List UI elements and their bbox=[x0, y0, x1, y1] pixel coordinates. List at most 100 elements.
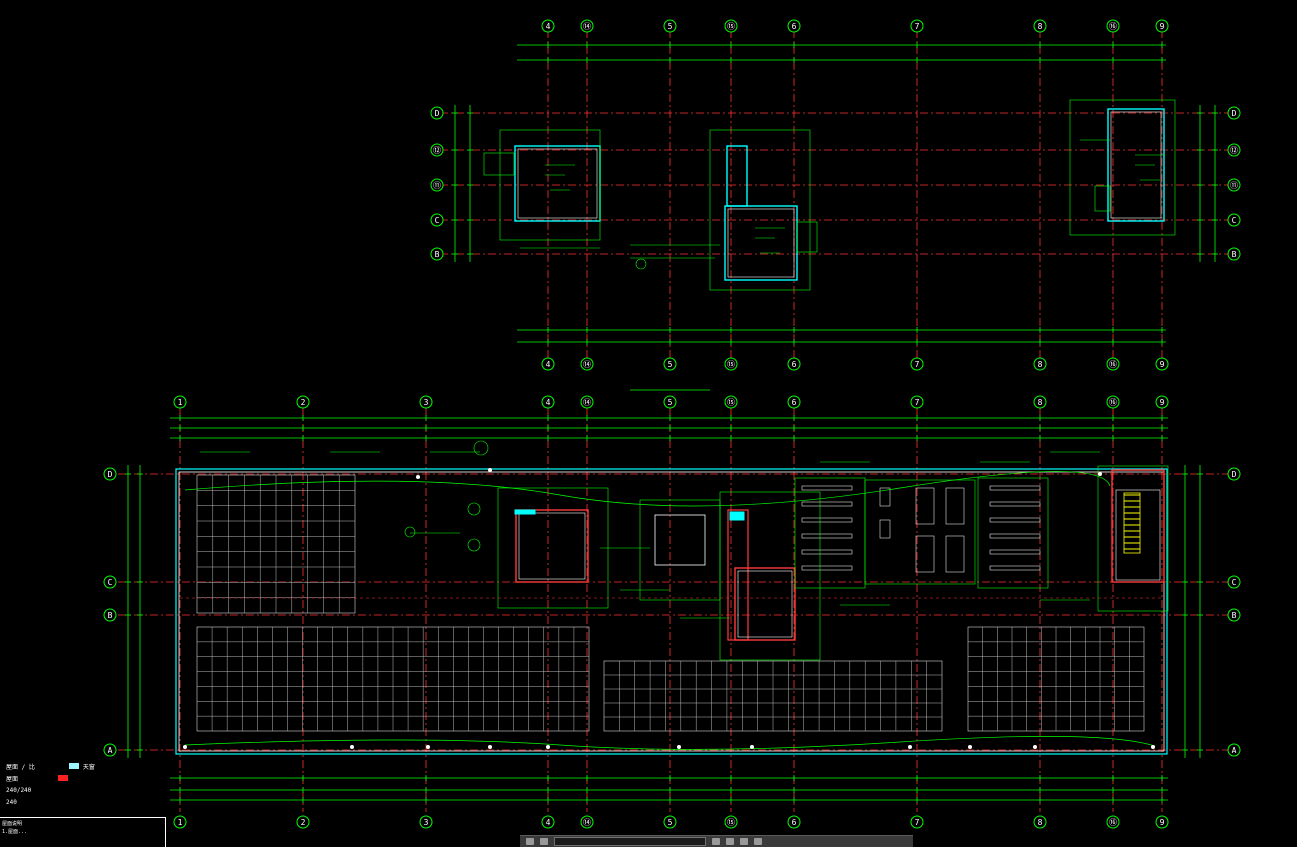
grid-bubble-label: ⑫ bbox=[433, 146, 441, 155]
vent-unit bbox=[801, 501, 853, 507]
top-row-bubble-⑫: ⑫ bbox=[1227, 143, 1241, 157]
legend-swatch-roof bbox=[58, 775, 69, 781]
main-col-bubble-7: 7 bbox=[910, 815, 924, 829]
main-col-bubble-1: 1 bbox=[173, 815, 187, 829]
grid-bubble-label: ⑭ bbox=[583, 818, 591, 827]
roof-drain bbox=[1098, 472, 1102, 476]
top-col-bubble-9: 9 bbox=[1155, 19, 1169, 33]
grid-bubble-circle bbox=[1227, 213, 1241, 227]
drainage-line bbox=[184, 471, 1111, 507]
main-plan bbox=[118, 408, 1228, 812]
grid-bubble-circle bbox=[103, 575, 117, 589]
settings-icon[interactable] bbox=[540, 838, 548, 845]
main-row-bubble-A: A bbox=[103, 743, 117, 757]
equipment-unit bbox=[915, 535, 935, 573]
equipment-unit bbox=[879, 519, 891, 539]
snap-icon[interactable] bbox=[740, 838, 748, 845]
roof-drain bbox=[546, 745, 550, 749]
grid-bubble-label: 6 bbox=[792, 818, 797, 827]
room-annotation-frame bbox=[977, 477, 1049, 589]
grid-bubble-label: C bbox=[435, 216, 440, 225]
room-annotation-frame bbox=[1097, 465, 1169, 612]
room-annotation-frame bbox=[499, 129, 601, 241]
grid-bubble-label: ⑭ bbox=[583, 398, 591, 407]
vent-unit bbox=[989, 549, 1041, 555]
main-outer-wall-inner bbox=[178, 471, 1165, 752]
top-col-bubble-⑮: ⑮ bbox=[724, 357, 738, 371]
grid-bubble-circle bbox=[787, 815, 801, 829]
legend-label: 屋面 / 比 bbox=[6, 763, 35, 771]
roof-room-left-inner bbox=[517, 148, 598, 219]
grid-bubble-label: B bbox=[1232, 611, 1237, 620]
legend-row: 240/240 bbox=[6, 784, 166, 796]
main-col-bubble-8: 8 bbox=[1033, 395, 1047, 409]
top-row-bubble-⑪: ⑪ bbox=[430, 178, 444, 192]
grid-bubble-label: 8 bbox=[1038, 360, 1043, 369]
equipment-unit bbox=[945, 487, 965, 525]
command-input[interactable] bbox=[554, 837, 706, 846]
grid-bubble-label: 5 bbox=[668, 818, 673, 827]
roof-room-mid-inner bbox=[727, 208, 795, 278]
grid-bubble-label: D bbox=[108, 470, 113, 479]
grid-bubble-circle bbox=[580, 395, 594, 409]
grid-bubble-circle bbox=[724, 815, 738, 829]
stair-core-right bbox=[1111, 469, 1165, 583]
top-row-bubble-B: B bbox=[430, 247, 444, 261]
top-col-bubble-9: 9 bbox=[1155, 357, 1169, 371]
grid-bubble-circle bbox=[1227, 467, 1241, 481]
main-col-bubble-1: 1 bbox=[173, 395, 187, 409]
grid-bubble-label: 7 bbox=[915, 360, 920, 369]
grid-bubble-circle bbox=[663, 19, 677, 33]
main-row-bubble-D: D bbox=[103, 467, 117, 481]
grid-bubble-circle bbox=[663, 357, 677, 371]
grid-bubble-circle bbox=[663, 395, 677, 409]
grid-bubble-label: 8 bbox=[1038, 398, 1043, 407]
grid-bubble-circle bbox=[1106, 357, 1120, 371]
main-col-bubble-⑯: ⑯ bbox=[1106, 395, 1120, 409]
close-icon[interactable] bbox=[526, 838, 534, 845]
drainage-line bbox=[184, 736, 1156, 750]
grid-bubble-label: 5 bbox=[668, 360, 673, 369]
grid-bubble-circle bbox=[1227, 743, 1241, 757]
top-col-bubble-6: 6 bbox=[787, 19, 801, 33]
grid-bubble-label: ⑯ bbox=[1109, 22, 1117, 31]
annotation-bubble bbox=[467, 502, 481, 516]
ortho-icon[interactable] bbox=[754, 838, 762, 845]
legend-panel: 屋面 / 比 天窗 屋面 240/240 240 bbox=[6, 760, 166, 808]
equipment-unit bbox=[879, 487, 891, 507]
skylight-mark bbox=[514, 509, 536, 515]
room-annotation-frame bbox=[709, 129, 811, 291]
top-row-bubble-D: D bbox=[1227, 106, 1241, 120]
arrow-icon[interactable] bbox=[712, 838, 720, 845]
grid-bubble-circle bbox=[430, 143, 444, 157]
legend-label: 240/240 bbox=[6, 786, 32, 794]
legend-label: 天窗 bbox=[82, 763, 95, 771]
vent-unit bbox=[801, 517, 853, 523]
grid-bubble-label: B bbox=[435, 250, 440, 259]
grid-bubble-circle bbox=[296, 395, 310, 409]
grid-bubble-label: 7 bbox=[915, 818, 920, 827]
grid-bubble-circle bbox=[580, 19, 594, 33]
top-col-bubble-⑯: ⑯ bbox=[1106, 19, 1120, 33]
vent-unit bbox=[989, 485, 1041, 491]
grid-bubble-label: 9 bbox=[1160, 398, 1165, 407]
main-row-bubble-B: B bbox=[1227, 608, 1241, 622]
grid-bubble-circle bbox=[663, 815, 677, 829]
grid-bubble-circle bbox=[430, 178, 444, 192]
grid-bubble-circle bbox=[1033, 815, 1047, 829]
top-row-bubble-C: C bbox=[1227, 213, 1241, 227]
grid-icon[interactable] bbox=[726, 838, 734, 845]
stair-core-left-inner bbox=[518, 512, 586, 580]
roof-drain bbox=[426, 745, 430, 749]
machine-room bbox=[654, 514, 706, 566]
grid-bubble-label: ⑪ bbox=[1230, 181, 1238, 190]
main-row-bubble-C: C bbox=[1227, 575, 1241, 589]
top-col-bubble-⑭: ⑭ bbox=[580, 357, 594, 371]
grid-bubble-label: C bbox=[108, 578, 113, 587]
command-bar[interactable] bbox=[520, 835, 913, 847]
grid-bubble-circle bbox=[910, 357, 924, 371]
grid-bubble-label: A bbox=[1232, 746, 1237, 755]
grid-bubble-label: 8 bbox=[1038, 22, 1043, 31]
equipment-unit bbox=[945, 535, 965, 573]
